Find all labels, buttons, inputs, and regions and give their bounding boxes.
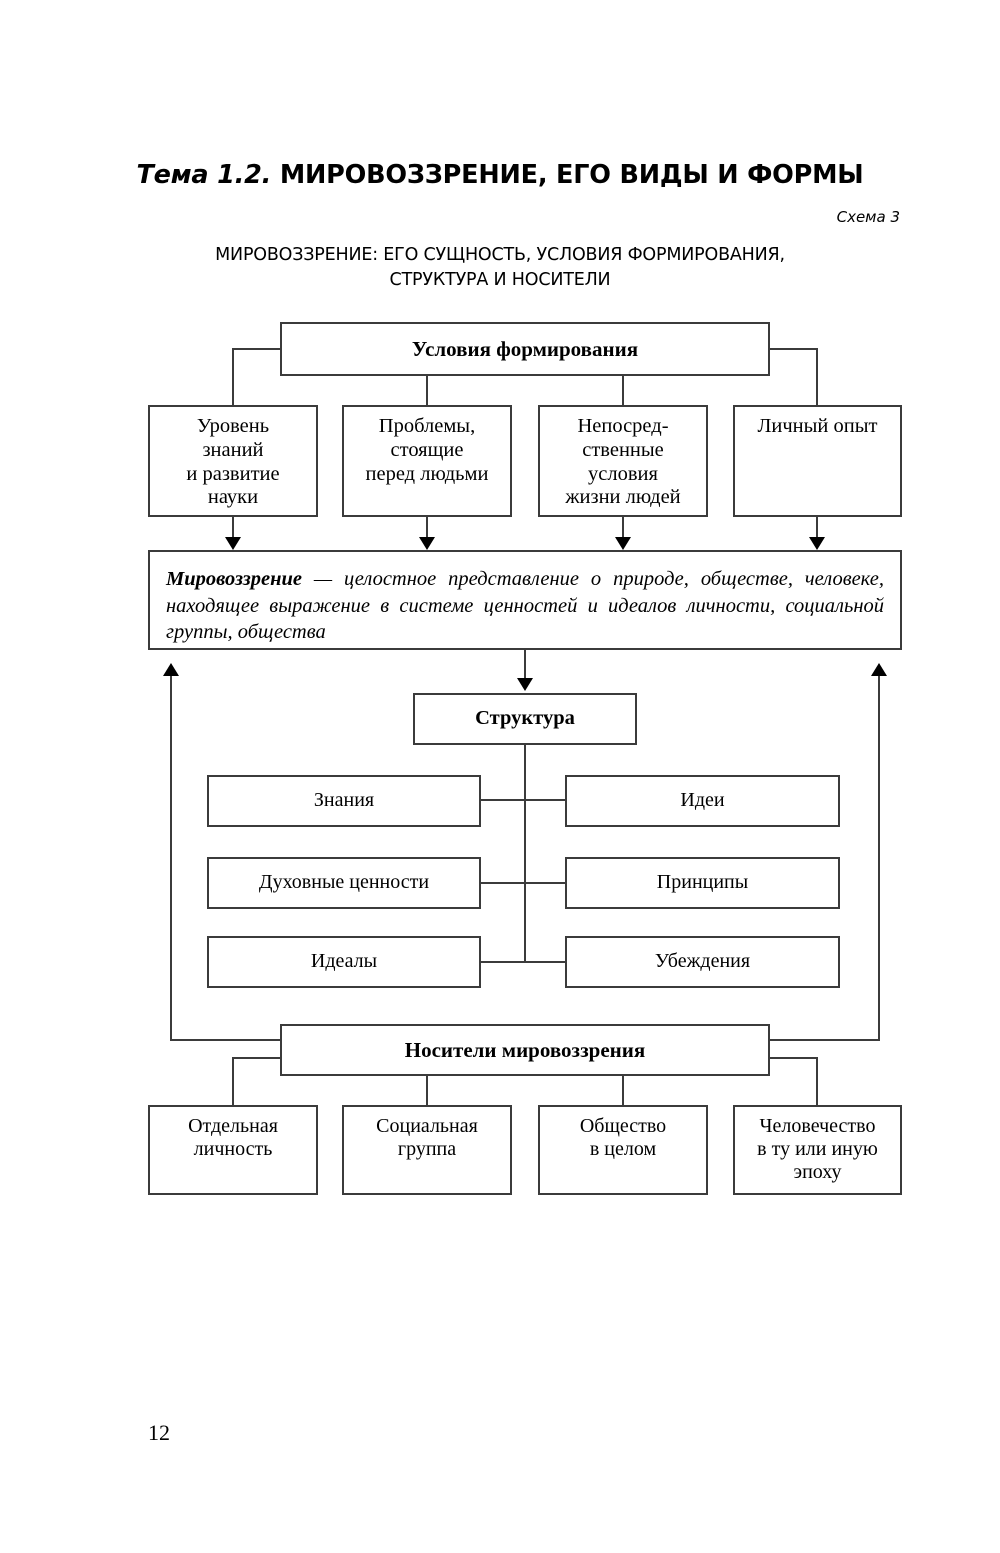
node-label: Социальная группа	[376, 1115, 478, 1161]
scheme-caption: МИРОВОЗЗРЕНИЕ: ЕГО СУЩНОСТЬ, УСЛОВИЯ ФОР…	[215, 245, 785, 291]
node-structure-header: Структура	[413, 693, 637, 745]
node-carrier-3: Общество в целом	[538, 1105, 708, 1195]
connector-carriers-inner2	[622, 1076, 624, 1105]
theme-title: МИРОВОЗЗРЕНИЕ, ЕГО ВИДЫ И ФОРМЫ	[271, 160, 864, 190]
node-label: Условия формирования	[411, 336, 639, 361]
definition-term: Мировоззрение	[166, 568, 302, 590]
node-label: Личный опыт	[757, 415, 878, 437]
arrow-head-feedback-right	[871, 663, 887, 676]
node-condition-4: Личный опыт	[733, 405, 902, 517]
node-conditions-header: Условия формирования	[280, 322, 770, 376]
connector-carriers-right-h	[768, 1057, 818, 1059]
node-carriers-header: Носители мировоззрения	[280, 1024, 770, 1076]
node-definition-worldview: Мировоззрение — целостное представление …	[148, 550, 902, 650]
node-label: Непосред- ственные условия жизни людей	[565, 415, 681, 509]
node-carrier-2: Социальная группа	[342, 1105, 512, 1195]
arrow-line-structure	[524, 650, 526, 680]
node-label: Носители мировоззрения	[404, 1037, 646, 1062]
node-label: Проблемы, стоящие перед людьми	[365, 415, 489, 485]
connector-feedback-right-h	[768, 1039, 880, 1041]
connector-struct-row3	[481, 961, 565, 963]
arrow-line-cond3	[622, 517, 624, 539]
node-label: Структура	[475, 707, 575, 730]
node-condition-2: Проблемы, стоящие перед людьми	[342, 405, 512, 517]
node-carrier-4: Человечество в ту или иную эпоху	[733, 1105, 902, 1195]
node-label: Идеи	[680, 789, 725, 812]
arrow-head-cond2	[419, 537, 435, 550]
connector-header-inner1	[426, 375, 428, 405]
node-label: Принципы	[656, 871, 749, 894]
theme-number: Тема 1.2.	[136, 160, 272, 190]
arrow-head-cond1	[225, 537, 241, 550]
page-title: Тема 1.2. МИРОВОЗЗРЕНИЕ, ЕГО ВИДЫ И ФОРМ…	[0, 160, 1000, 190]
node-label: Убеждения	[654, 950, 751, 973]
node-label: Знания	[313, 789, 375, 812]
node-structure-znaniya: Знания	[207, 775, 481, 827]
connector-feedback-left-h	[170, 1039, 282, 1041]
scheme-label: Схема 3	[836, 208, 900, 226]
connector-structure-spine	[524, 745, 526, 963]
node-structure-principy: Принципы	[565, 857, 840, 909]
node-structure-duhovnye-cennosti: Духовные ценности	[207, 857, 481, 909]
node-label: Человечество в ту или иную эпоху	[757, 1115, 878, 1184]
page-number: 12	[148, 1420, 170, 1445]
arrow-head-cond3	[615, 537, 631, 550]
connector-header-right-v	[816, 348, 818, 405]
arrow-line-cond2	[426, 517, 428, 539]
connector-carriers-right-v	[816, 1057, 818, 1105]
node-label: Общество в целом	[579, 1115, 667, 1161]
connector-header-inner2	[622, 375, 624, 405]
arrow-head-feedback-left	[163, 663, 179, 676]
node-structure-idei: Идеи	[565, 775, 840, 827]
connector-carriers-left-v	[232, 1057, 234, 1105]
connector-struct-row2	[481, 882, 565, 884]
connector-feedback-right-v	[878, 676, 880, 1040]
node-structure-ubezhdeniya: Убеждения	[565, 936, 840, 988]
definition-text: целостное представление о природе, общес…	[166, 568, 884, 644]
connector-struct-row1	[481, 799, 565, 801]
arrow-head-structure	[517, 678, 533, 691]
node-label: Идеалы	[310, 950, 378, 973]
arrow-line-cond4	[816, 517, 818, 539]
node-structure-idealy: Идеалы	[207, 936, 481, 988]
node-condition-1: Уровень знаний и развитие науки	[148, 405, 318, 517]
connector-feedback-left-v	[170, 676, 172, 1040]
node-carrier-1: Отдельная личность	[148, 1105, 318, 1195]
connector-header-left-h	[233, 348, 282, 350]
connector-header-left-v	[232, 348, 234, 405]
arrow-line-cond1	[232, 517, 234, 539]
node-condition-3: Непосред- ственные условия жизни людей	[538, 405, 708, 517]
arrow-head-cond4	[809, 537, 825, 550]
node-label: Отдельная личность	[188, 1115, 278, 1161]
definition-dash: —	[301, 568, 345, 590]
node-label: Уровень знаний и развитие науки	[186, 415, 280, 509]
connector-carriers-inner1	[426, 1076, 428, 1105]
connector-header-right-h	[768, 348, 818, 350]
node-label: Духовные ценности	[258, 871, 430, 894]
connector-carriers-left-h	[233, 1057, 282, 1059]
